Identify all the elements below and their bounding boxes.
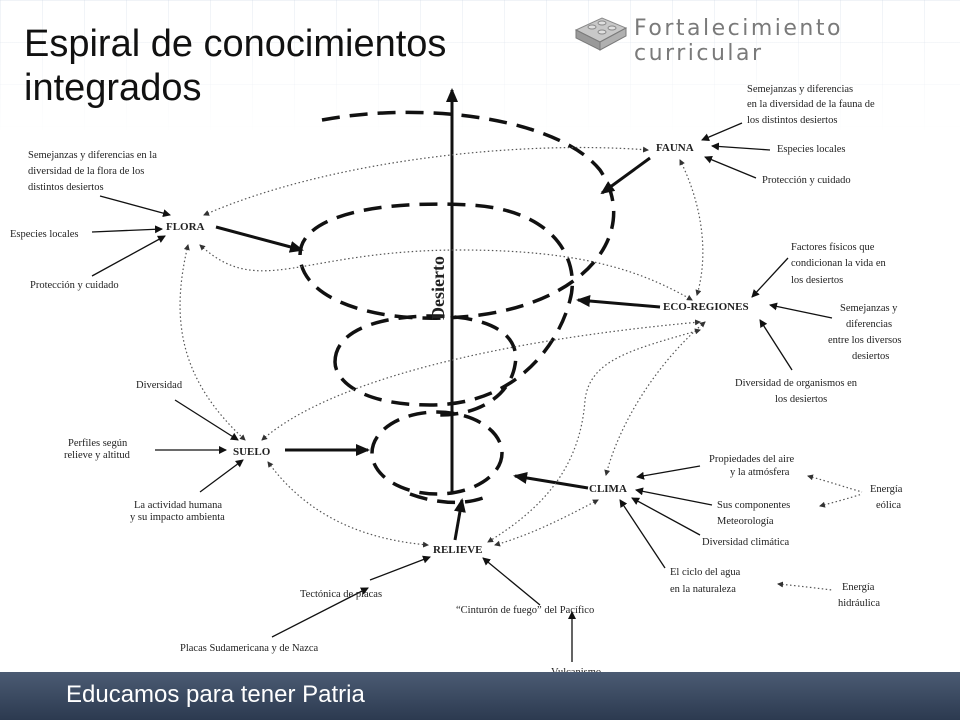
link-hidraulica [777, 581, 833, 591]
label-eco-diversidad-2: los desiertos [775, 394, 827, 405]
label-clima-ciclo-2: en la naturaleza [670, 584, 736, 595]
desierto-axis-label: Desierto [428, 256, 448, 320]
label-fauna-diff-3: los distintos desiertos [747, 115, 837, 126]
slide-title: Espiral de conocimientos integrados [24, 22, 446, 110]
label-energia-eolica-2: eólica [876, 500, 901, 511]
link-eco-clima [604, 321, 706, 476]
label-clima-ciclo-1: El ciclo del agua [670, 567, 741, 578]
spiral [298, 110, 616, 505]
label-eco-semejanzas-2: diferencias [846, 319, 892, 330]
link-flora-suelo [179, 244, 246, 441]
label-eco-factores-1: Factores físicos que [791, 242, 875, 253]
link-fauna-eco [679, 159, 704, 296]
link-flora-fauna [203, 146, 649, 216]
label-eco-factores-3: los desiertos [791, 275, 843, 286]
arrow-flora-spiral [215, 225, 304, 253]
node-clima: CLIMA [589, 483, 627, 495]
title-line-2: integrados [24, 67, 202, 109]
label-energia-hidraulica-1: Energía [842, 582, 875, 593]
link-eolica-2 [819, 493, 863, 508]
label-flora-diff-1: Semejanzas y diferencias en la [28, 150, 157, 161]
label-suelo-perfiles-1: Perfiles según [68, 438, 128, 449]
title-line-1: Espiral de conocimientos [24, 23, 447, 65]
arrow-clima-spiral [513, 472, 589, 490]
label-flora-diff-3: distintos desiertos [28, 182, 104, 193]
label-clima-componentes-2: Meteorología [717, 516, 774, 527]
link-suelo-relieve [267, 461, 429, 548]
spiral-ring-4 [370, 410, 504, 496]
label-relieve-cinturon: “Cinturón de fuego” del Pacífico [456, 605, 594, 616]
label-eco-factores-2: condicionan la vida en [791, 258, 887, 269]
footer-text: Educamos para tener Patria [66, 681, 365, 708]
label-flora-diff-2: diversidad de la flora de los [28, 166, 144, 177]
node-ecoregiones: ECO-REGIONES [663, 301, 749, 313]
label-clima-diversidad: Diversidad climática [702, 537, 790, 548]
spiral-ring-3 [333, 314, 518, 417]
dotted-links [179, 146, 863, 591]
link-eco-relieve [487, 328, 701, 543]
label-eco-semejanzas-4: desiertos [852, 351, 889, 362]
label-fauna-proteccion: Protección y cuidado [762, 175, 851, 186]
label-eco-semejanzas-3: entre los diversos [828, 335, 902, 346]
node-fauna: FAUNA [656, 142, 694, 154]
arrow-fauna-spiral [600, 156, 651, 195]
label-arrows [91, 122, 833, 662]
brand-text: Fortalecimiento curricular [634, 16, 843, 66]
label-fauna-diff-2: en la diversidad de la fauna de [747, 99, 875, 110]
node-relieve: RELIEVE [433, 544, 483, 556]
link-eolica [807, 474, 863, 493]
label-relieve-tectonica: Tectónica de placas [300, 589, 382, 600]
label-flora-especies: Especies locales [10, 229, 79, 240]
spiral-tail [409, 492, 491, 505]
label-clima-propiedades-1: Propiedades del aire [709, 454, 794, 465]
footer-bar: Educamos para tener Patria [0, 672, 960, 720]
label-energia-hidraulica-2: hidráulica [838, 598, 880, 609]
label-suelo-perfiles-2: relieve y altitud [64, 450, 131, 461]
link-suelo-eco [261, 319, 701, 441]
label-fauna-especies: Especies locales [777, 144, 846, 155]
label-suelo-actividad-2: y su impacto ambienta [130, 512, 225, 523]
label-suelo-diversidad: Diversidad [136, 380, 183, 391]
label-clima-propiedades-2: y la atmósfera [730, 467, 790, 478]
label-eco-semejanzas-1: Semejanzas y [840, 303, 898, 314]
background-fade [0, 0, 960, 140]
label-relieve-placas: Placas Sudamericana y de Nazca [180, 643, 319, 654]
brand-block-icon [574, 17, 628, 51]
label-eco-diversidad-1: Diversidad de organismos en [735, 378, 858, 389]
label-suelo-actividad-1: La actividad humana [134, 500, 222, 511]
label-clima-componentes-1: Sus componentes [717, 500, 790, 511]
label-fauna-diff-1: Semejanzas y diferencias [747, 84, 853, 95]
arrow-eco-spiral [576, 295, 661, 309]
arrow-relieve-spiral [453, 498, 466, 541]
label-flora-proteccion: Protección y cuidado [30, 280, 119, 291]
node-suelo: SUELO [233, 446, 271, 458]
node-flora: FLORA [166, 221, 205, 233]
link-clima-relieve [494, 499, 599, 547]
label-energia-eolica-1: Energía [870, 484, 903, 495]
